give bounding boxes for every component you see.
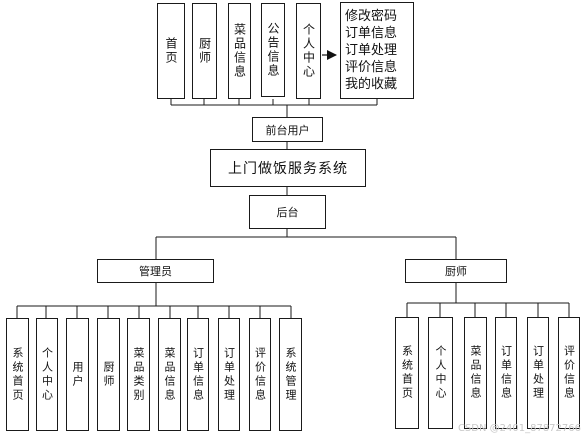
node-label: 评价信息 [562, 345, 576, 401]
node-label: 厨师 [102, 360, 115, 389]
chef-node-dish-info: 菜品信息 [464, 317, 487, 429]
node-label: 菜品信息 [232, 23, 247, 79]
backend-node: 后台 [249, 195, 326, 229]
admin-node-order-processing: 订单处理 [218, 318, 240, 431]
node-label: 前台用户 [265, 123, 310, 137]
node-label: 系统管理 [284, 346, 297, 403]
front-node-home: 首页 [157, 3, 185, 99]
node-label: 个人中心 [434, 345, 447, 401]
admin-node-chef: 厨师 [97, 318, 120, 431]
admin-node-personal-center: 个人中心 [36, 318, 58, 431]
submodule-list: 修改密码 订单信息 订单处理 评价信息 我的收藏 [341, 3, 413, 98]
admin-node-review-info: 评价信息 [249, 318, 271, 431]
front-node-chef: 厨师 [192, 3, 217, 99]
chef-node-review-info: 评价信息 [558, 317, 580, 429]
node-label: 评价信息 [253, 346, 267, 403]
chef-node-dashboard: 系统首页 [395, 317, 419, 429]
admin-node-dish-info: 菜品信息 [158, 318, 181, 431]
submodule-item: 订单处理 [345, 43, 398, 58]
front-node-personal-center: 个人中心 [296, 3, 321, 99]
chef-node-order-info: 订单信息 [495, 317, 517, 429]
node-label: 个人中心 [40, 346, 54, 403]
front-node-announcement: 公告信息 [261, 3, 285, 97]
submodule-item: 订单信息 [345, 26, 398, 41]
submodule-item: 修改密码 [345, 9, 398, 24]
node-label: 管理员 [139, 265, 172, 278]
personal-center-submodules: 修改密码 订单信息 订单处理 评价信息 我的收藏 [340, 2, 414, 99]
chef-node-order-processing: 订单处理 [527, 317, 549, 429]
admin-node-dashboard: 系统首页 [6, 318, 29, 431]
system-title-node: 上门做饭服务系统 [210, 149, 366, 187]
node-label: 菜品信息 [469, 345, 482, 401]
node-label: 公告信息 [266, 22, 280, 78]
front-node-dish-info: 菜品信息 [228, 3, 251, 99]
node-label: 订单信息 [191, 346, 205, 403]
node-label: 厨师 [197, 37, 212, 65]
node-label: 订单处理 [531, 345, 545, 401]
front-user-node: 前台用户 [252, 117, 323, 142]
chef-node: 厨师 [405, 259, 507, 283]
node-label: 厨师 [445, 265, 467, 278]
submodule-item: 评价信息 [345, 60, 398, 75]
system-title: 上门做饭服务系统 [228, 161, 348, 177]
chef-node-personal-center: 个人中心 [428, 317, 453, 429]
node-label: 用户 [71, 360, 84, 389]
node-label: 系统首页 [400, 345, 414, 401]
submodule-item: 我的收藏 [345, 77, 398, 92]
node-label: 订单处理 [222, 346, 236, 403]
watermark: CSDN @2401_87872766 [457, 423, 581, 434]
admin-node-dish-category: 菜品类别 [127, 318, 150, 431]
admin-node-users: 用户 [66, 318, 89, 431]
admin-node-system-management: 系统管理 [279, 318, 302, 431]
node-label: 首页 [164, 37, 178, 65]
node-label: 菜品类别 [132, 346, 145, 403]
node-label: 系统首页 [11, 346, 24, 403]
admin-node-order-info: 订单信息 [187, 318, 209, 431]
node-label: 后台 [276, 206, 299, 219]
admin-node: 管理员 [97, 259, 214, 283]
node-label: 菜品信息 [163, 346, 176, 403]
node-label: 个人中心 [301, 23, 316, 79]
node-label: 订单信息 [499, 345, 513, 401]
